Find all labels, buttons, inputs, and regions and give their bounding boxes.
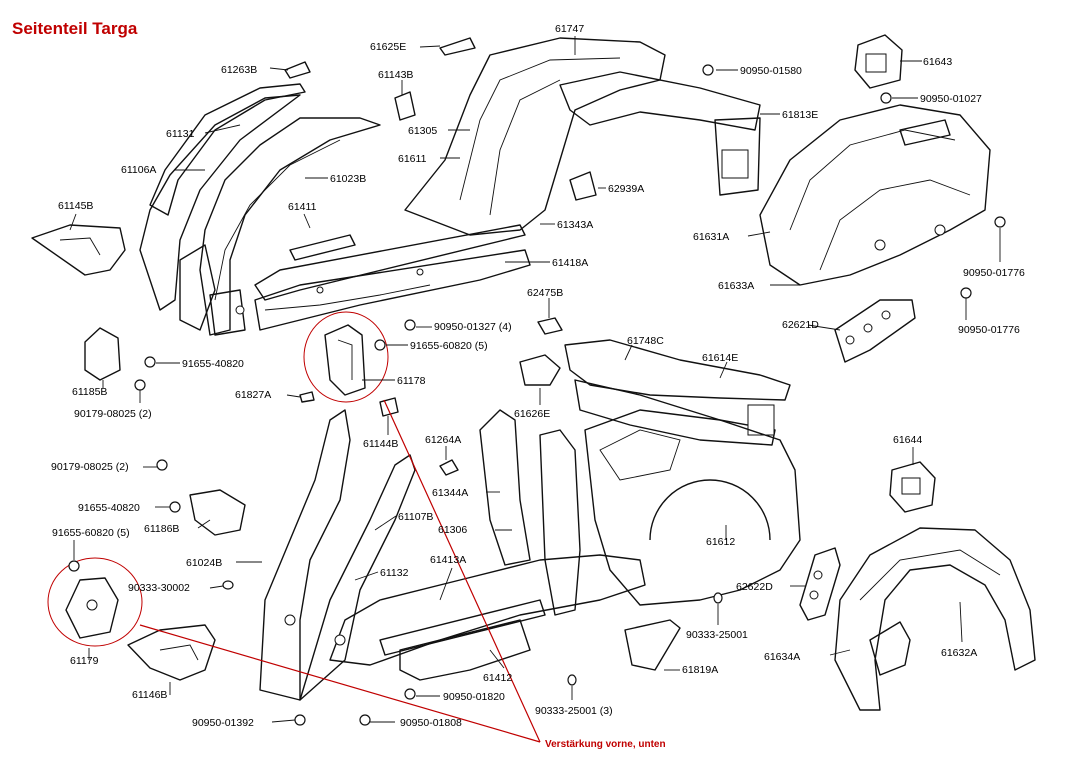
part-label: 61305 xyxy=(408,125,437,137)
part-label: 90179-08025 (2) xyxy=(74,408,152,420)
front-pillar-assembly xyxy=(139,83,531,336)
part-label: 61131 xyxy=(166,128,195,140)
part-61643 xyxy=(854,34,903,89)
part-label: 90950-01808 xyxy=(400,717,462,729)
part-label: 61413A xyxy=(430,554,466,566)
part-label: 61024B xyxy=(186,557,222,569)
part-labels: 61263B 61131 61106A 61145B 61143B 61625E 61305… xyxy=(51,23,1025,729)
part-61186b xyxy=(189,489,246,536)
part-label: 91655-60820 (5) xyxy=(52,527,130,539)
part-61819a xyxy=(624,619,681,671)
leader-lines xyxy=(69,36,1001,723)
quarter-inner-upper xyxy=(404,37,761,236)
part-label: 62939A xyxy=(608,183,644,195)
part-label: 61145B xyxy=(58,200,93,212)
part-61185b xyxy=(84,327,121,381)
part-label: 61633A xyxy=(718,280,754,292)
part-label: 62622D xyxy=(736,581,773,593)
part-label: 61343A xyxy=(557,219,593,231)
part-label: 61634A xyxy=(764,651,800,663)
inner-wheel-housing-upper xyxy=(759,104,991,286)
part-label: 61344A xyxy=(432,487,468,499)
part-label: 61107B xyxy=(398,511,433,523)
part-label: 90950-01820 xyxy=(443,691,505,703)
part-label: 90333-30002 xyxy=(128,582,190,594)
part-label: 61179 xyxy=(70,655,99,667)
part-label: 61132 xyxy=(380,567,409,579)
part-label: 90333-25001 (3) xyxy=(535,705,613,717)
part-label: 61264A xyxy=(425,434,461,446)
part-61178 xyxy=(324,324,366,396)
part-label: 90950-01027 xyxy=(920,93,982,105)
part-label: 61644 xyxy=(893,434,922,446)
part-label: 61144B xyxy=(363,438,398,450)
reinforcement-pointers xyxy=(139,399,541,743)
highlight-61179 xyxy=(47,557,143,647)
part-label: 61827A xyxy=(235,389,271,401)
part-label: 90333-25001 xyxy=(686,629,748,641)
part-label: 61306 xyxy=(438,524,467,536)
part-label: 61643 xyxy=(923,56,952,68)
part-label: 90179-08025 (2) xyxy=(51,461,129,473)
part-label: 61418A xyxy=(552,257,588,269)
part-62621d xyxy=(834,299,916,363)
part-label: 90950-01580 xyxy=(740,65,802,77)
part-61145b xyxy=(31,224,126,276)
part-label: 61625E xyxy=(370,41,406,53)
part-label: 62475B xyxy=(527,287,563,299)
part-label: 61412 xyxy=(483,672,512,684)
part-label: 91655-40820 xyxy=(78,502,140,514)
part-label: 61146B xyxy=(132,689,167,701)
outer-wheel-housing-lower xyxy=(834,527,1036,711)
part-label: 90950-01392 xyxy=(192,717,254,729)
part-61146b xyxy=(127,624,216,681)
part-label: 61626E xyxy=(514,408,550,420)
part-label: 61748C xyxy=(627,335,664,347)
part-label: 91655-60820 (5) xyxy=(410,340,488,352)
part-label: 61819A xyxy=(682,664,718,676)
part-label: 61612 xyxy=(706,536,735,548)
part-label: 61411 xyxy=(288,201,317,213)
part-61179 xyxy=(65,577,119,639)
part-label: 90950-01776 xyxy=(963,267,1025,279)
part-label: 61632A xyxy=(941,647,977,659)
part-label: 62621D xyxy=(782,319,819,331)
part-62622d xyxy=(799,547,841,621)
part-label: 61143B xyxy=(378,69,413,81)
quarter-outer-lower xyxy=(259,409,801,701)
part-label: 91655-40820 xyxy=(182,358,244,370)
part-label: 90950-01776 xyxy=(958,324,1020,336)
part-label: 61186B xyxy=(144,523,179,535)
part-label: 61185B xyxy=(72,386,107,398)
part-label: 61263B xyxy=(221,64,257,76)
fasteners xyxy=(68,64,1006,726)
part-label: 61614E xyxy=(702,352,738,364)
part-label: 61813E xyxy=(782,109,818,121)
diagram-title: Seitenteil Targa xyxy=(12,19,138,38)
part-label: 61023B xyxy=(330,173,366,185)
part-label: 61631A xyxy=(693,231,729,243)
reinforcement-note: Verstärkung vorne, unten xyxy=(545,739,666,750)
part-label: 90950-01327 (4) xyxy=(434,321,512,333)
part-label: 61106A xyxy=(121,164,156,176)
part-label: 61747 xyxy=(555,23,584,35)
part-label: 61611 xyxy=(398,153,427,165)
quarter-upper-rail xyxy=(564,339,791,446)
highlight-61178 xyxy=(303,311,389,403)
part-61644 xyxy=(889,461,936,513)
part-label: 61178 xyxy=(397,375,426,387)
